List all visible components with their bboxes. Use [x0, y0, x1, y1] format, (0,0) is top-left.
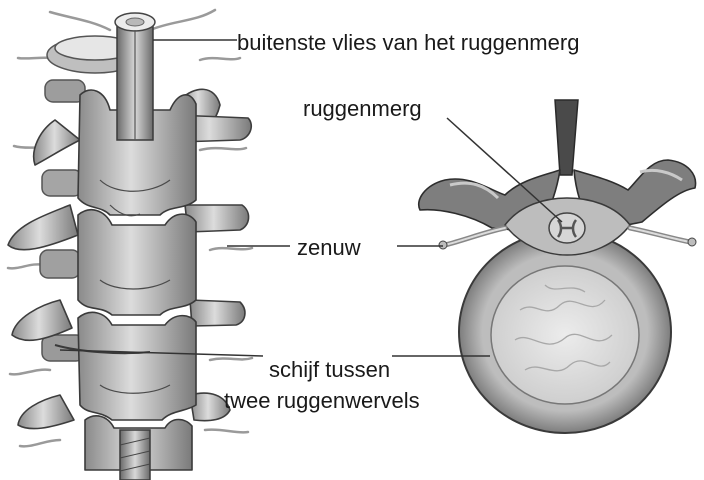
- label-dura: buitenste vlies van het ruggenmerg: [237, 30, 579, 56]
- label-nerve: zenuw: [297, 235, 361, 261]
- vertebra-cross-section-illustration: [419, 100, 696, 433]
- label-disc-line2: twee ruggenwervels: [224, 388, 420, 414]
- label-spinal-cord: ruggenmerg: [303, 96, 422, 122]
- label-disc-line1: schijf tussen: [269, 357, 390, 383]
- spinal-column-illustration: [8, 10, 252, 480]
